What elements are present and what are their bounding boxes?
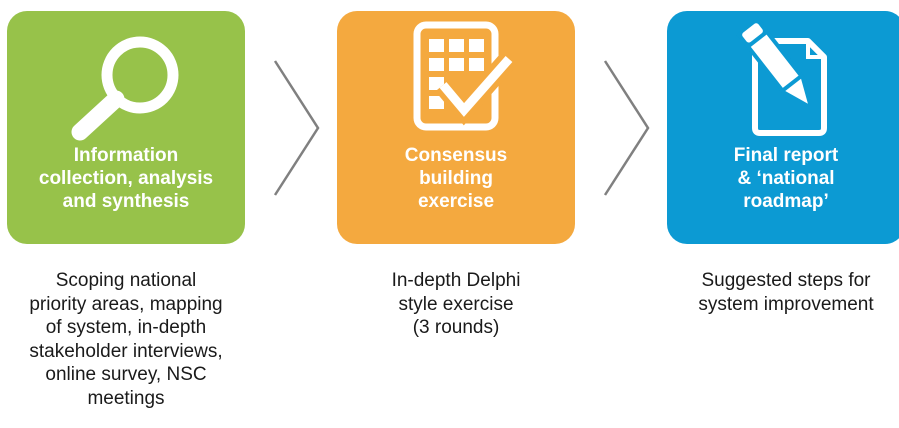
step-2-box: Consensus building exercise	[337, 11, 575, 244]
step-2-title: Consensus building exercise	[404, 145, 508, 212]
checklist-icon	[413, 21, 517, 131]
pencil-document-icon	[735, 17, 827, 136]
chevron-right-icon	[273, 60, 320, 196]
magnifying-glass-icon	[71, 36, 179, 141]
step-1-box: Information collection, analysis and syn…	[7, 11, 245, 244]
step-2-description: In-depth Delphi style exercise (3 rounds…	[391, 270, 521, 338]
step-1-description: Scoping national priority areas, mapping…	[29, 270, 223, 409]
step-3-title: Final report & ‘national roadmap’	[733, 145, 839, 212]
step-3-description: Suggested steps for system improvement	[698, 270, 874, 315]
chevron-right-icon	[603, 60, 650, 196]
step-1-title: Information collection, analysis and syn…	[38, 145, 214, 212]
step-3-box: Final report & ‘national roadmap’	[667, 11, 899, 244]
